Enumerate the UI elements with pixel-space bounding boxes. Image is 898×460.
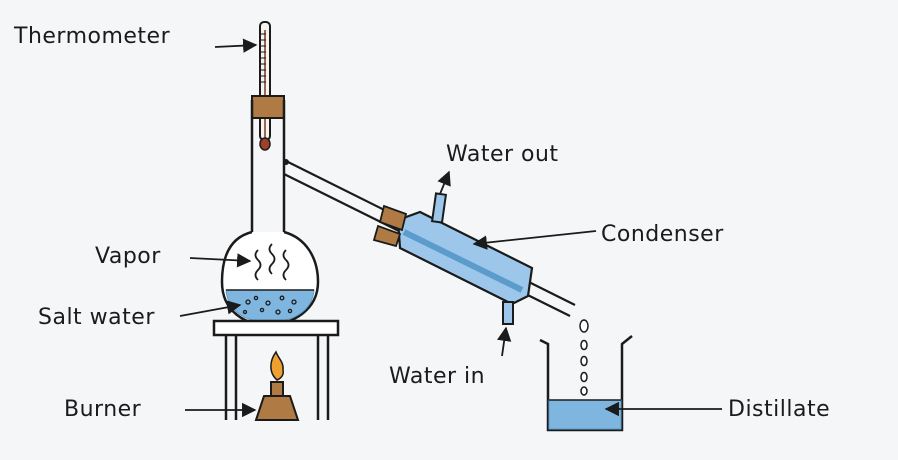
label-vapor: Vapor bbox=[95, 244, 161, 269]
arrow-water-in bbox=[497, 326, 512, 357]
flask-neck bbox=[250, 100, 286, 232]
cork-stopper bbox=[251, 95, 285, 119]
label-thermometer: Thermometer bbox=[14, 24, 171, 49]
beaker bbox=[539, 335, 633, 432]
label-salt-water: Salt water bbox=[38, 305, 155, 330]
tripod-stand bbox=[212, 319, 340, 420]
label-water-out: Water out bbox=[446, 142, 559, 167]
condenser-jacket bbox=[372, 192, 534, 325]
flame bbox=[270, 350, 284, 381]
label-water-in: Water in bbox=[389, 364, 486, 389]
arrow-water-out bbox=[437, 170, 451, 195]
thermometer bbox=[259, 21, 271, 151]
arrow-condenser bbox=[472, 230, 597, 250]
label-arrows bbox=[179, 38, 722, 418]
round-bottom-flask bbox=[220, 230, 320, 327]
label-distillate: Distillate bbox=[728, 397, 831, 422]
label-burner: Burner bbox=[64, 397, 142, 422]
salt-particles bbox=[242, 295, 297, 315]
label-condenser: Condenser bbox=[601, 222, 724, 247]
arrow-salt-water bbox=[179, 300, 242, 317]
distillate-liquid bbox=[548, 399, 622, 430]
arrow-vapor bbox=[189, 253, 252, 268]
arrow-thermometer bbox=[214, 38, 258, 53]
vapor-squiggles bbox=[254, 243, 290, 281]
distillate-drops bbox=[579, 319, 589, 396]
burner bbox=[254, 350, 300, 421]
